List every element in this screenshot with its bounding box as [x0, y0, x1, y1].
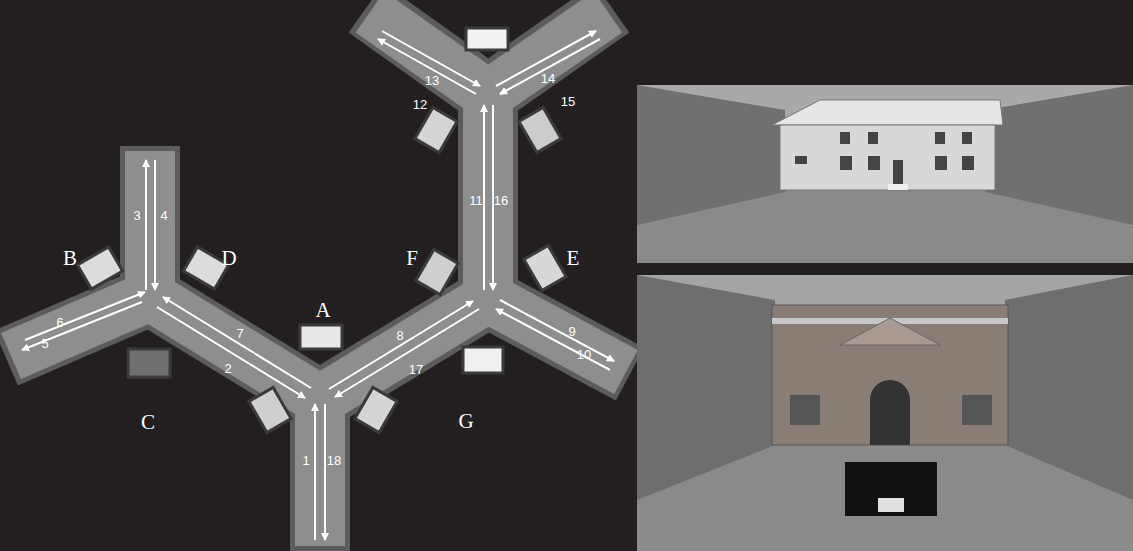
route-number: 13 — [425, 73, 439, 88]
route-number: 15 — [561, 94, 575, 109]
route-number: 8 — [396, 328, 403, 343]
route-number: 17 — [409, 362, 423, 377]
building-letter: B — [63, 246, 77, 271]
corridor-wall — [6, 8, 630, 551]
route-number: 16 — [494, 193, 508, 208]
building-letter: C — [141, 410, 155, 435]
building-letter: D — [221, 246, 236, 271]
view-panel — [637, 85, 1133, 263]
junction-wall — [120, 65, 518, 430]
route-number: 14 — [541, 71, 555, 86]
route-number: 5 — [41, 336, 48, 351]
route-number: 9 — [568, 324, 575, 339]
route-number: 10 — [577, 347, 591, 362]
route-number: 1 — [302, 453, 309, 468]
route-number: 6 — [56, 315, 63, 330]
junction-floor — [125, 70, 513, 425]
route-number: 11 — [469, 193, 483, 208]
route-number: 18 — [327, 453, 341, 468]
route-number: 7 — [236, 326, 243, 341]
building-letter: F — [406, 246, 418, 271]
building-letter: A — [315, 298, 330, 323]
building-letter: G — [458, 409, 473, 434]
corridor-floor — [11, 12, 626, 546]
building — [77, 28, 566, 433]
route-number: 4 — [160, 208, 167, 223]
route-number: 2 — [224, 361, 231, 376]
view-panel — [637, 275, 1133, 551]
route-number: 12 — [413, 97, 427, 112]
building-letter: E — [567, 246, 580, 271]
route-number: 3 — [133, 208, 140, 223]
route-arrow — [22, 31, 614, 540]
